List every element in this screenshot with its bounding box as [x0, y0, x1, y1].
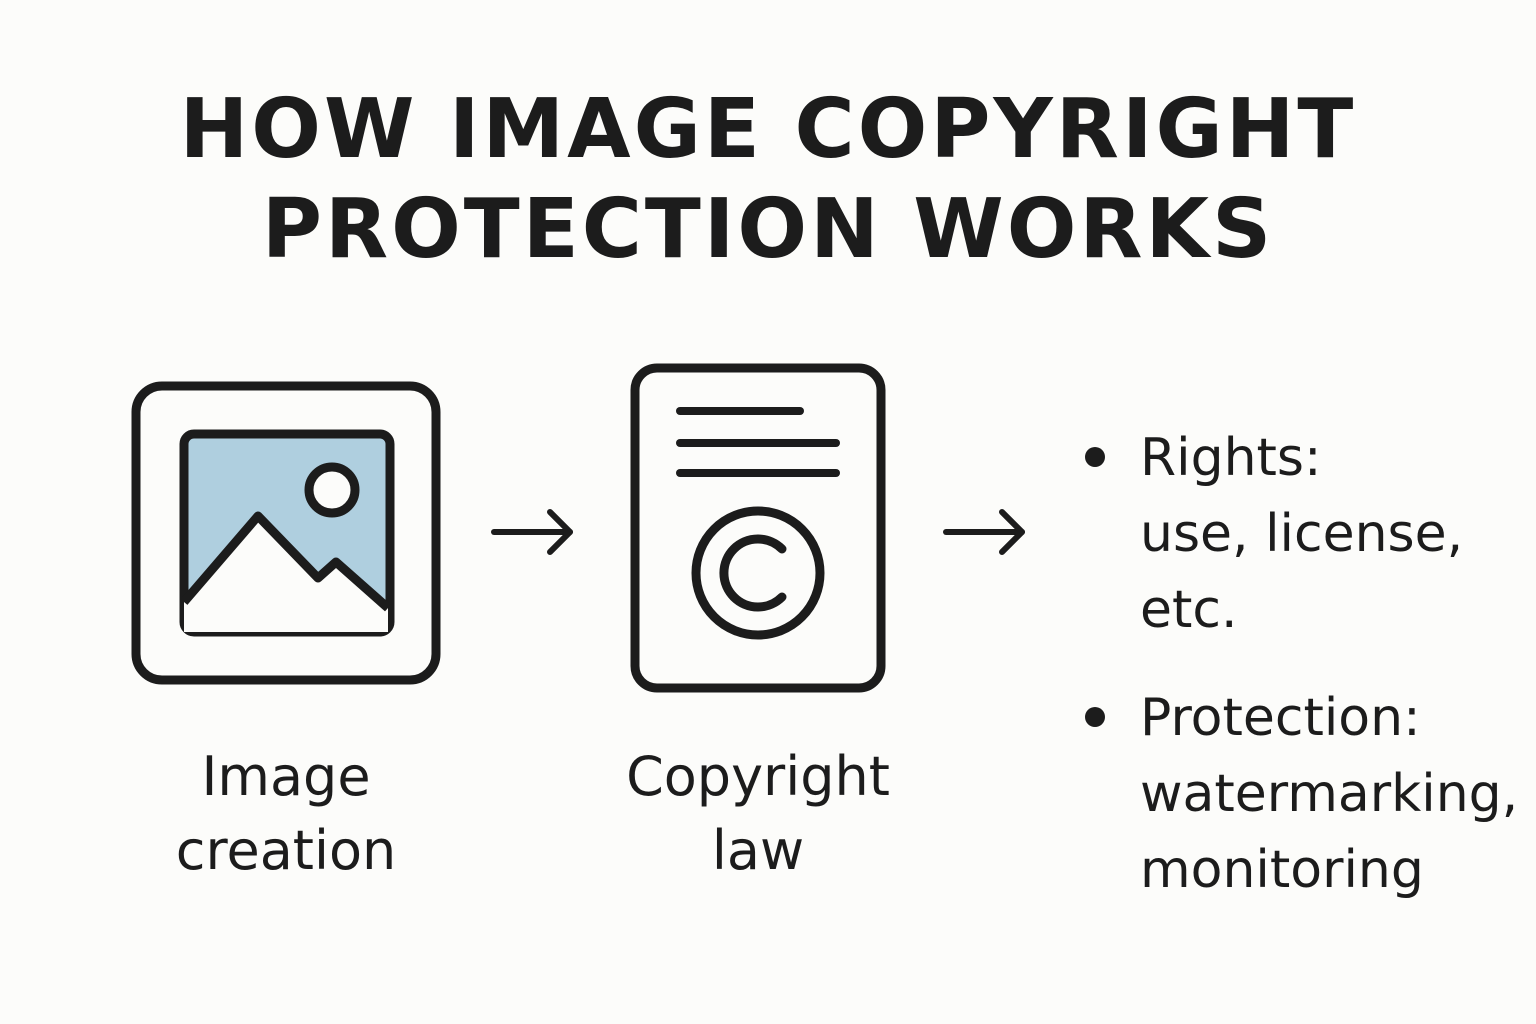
copyright-document-icon	[630, 363, 886, 693]
title-line-2: PROTECTION WORKS	[261, 182, 1275, 277]
list-item-rights: Rights: use, license, etc.	[1080, 420, 1536, 648]
caption-line: Copyright	[626, 745, 890, 808]
arrow-right-icon	[491, 509, 573, 555]
list-item-line: Protection:	[1140, 688, 1421, 748]
list-item-line: etc.	[1140, 580, 1238, 640]
list-item-line: use, license,	[1140, 504, 1464, 564]
caption-line: law	[711, 819, 805, 882]
title-line-1: HOW IMAGE COPYRIGHT	[179, 82, 1357, 177]
image-icon	[131, 381, 441, 685]
list-item-line: Rights:	[1140, 428, 1322, 488]
bullet-dot-icon	[1085, 447, 1105, 467]
caption-line: creation	[175, 819, 397, 882]
list-item-line: watermarking,	[1140, 764, 1519, 824]
diagram-title: HOW IMAGE COPYRIGHT PROTECTION WORKS	[0, 80, 1536, 280]
list-item-protection: Protection: watermarking, monitoring	[1080, 680, 1536, 908]
list-item-line: monitoring	[1140, 840, 1424, 900]
arrow-right-icon	[943, 509, 1025, 555]
caption-line: Image	[201, 745, 371, 808]
copyright-law-caption: Copyright law	[600, 740, 916, 888]
image-creation-caption: Image creation	[130, 740, 442, 888]
bullet-dot-icon	[1085, 707, 1105, 727]
outcome-list: Rights: use, license, etc. Protection: w…	[1080, 420, 1536, 908]
